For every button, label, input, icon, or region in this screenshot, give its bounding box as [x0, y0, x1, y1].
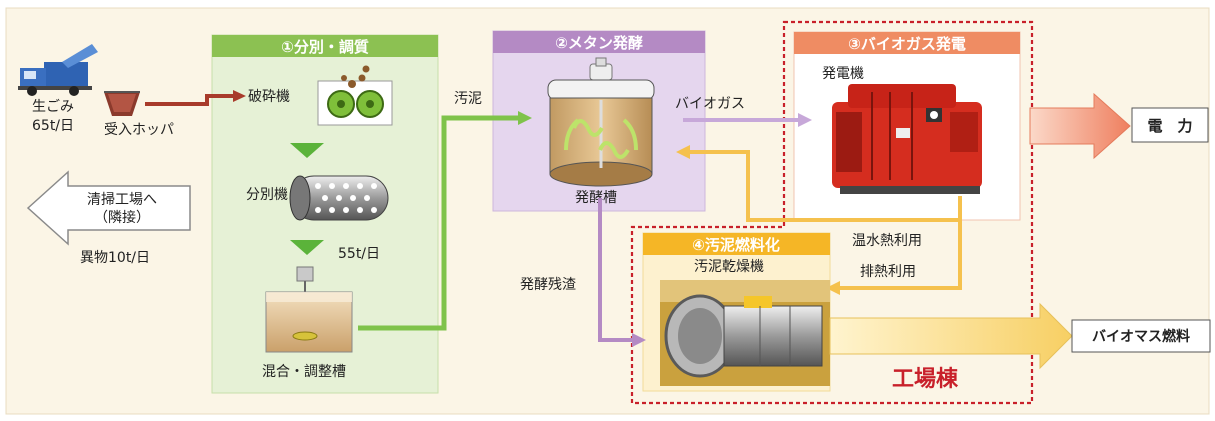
- biogas-flow-label: バイオガス: [675, 96, 745, 112]
- flow-down-triangle: [290, 240, 324, 255]
- flow-down-triangle: [290, 143, 324, 158]
- exhaust-heat-pipe: [826, 220, 962, 295]
- waste-amount-label: 65t/日: [32, 118, 74, 134]
- stage-sort-title: ①分別・調質: [281, 38, 369, 56]
- power-output-label: 電 力: [1147, 117, 1192, 135]
- biomass-fuel-arrow: [829, 302, 1073, 370]
- after-sort-amount-label: 55t/日: [338, 246, 380, 262]
- residue-label: 発酵残渣: [520, 277, 576, 293]
- hot-water-label: 温水熱利用: [852, 233, 922, 249]
- adjacent-label: （隣接）: [94, 209, 150, 226]
- hot-water-return-pipe: [676, 145, 962, 222]
- stage-biogas-title: ③バイオガス発電: [848, 35, 966, 53]
- hopper-icon: [104, 91, 140, 116]
- hopper-to-crusher-arrow: [145, 90, 246, 106]
- garbage-truck-icon: [18, 44, 98, 96]
- generator-engine-icon: [832, 84, 982, 194]
- dryer-label: 汚泥乾燥機: [694, 259, 764, 275]
- biomass-fuel-box: [1071, 319, 1211, 353]
- residue-pipe: [598, 198, 646, 347]
- power-output-arrow: [1029, 92, 1131, 160]
- mixing-tank-icon: [265, 266, 353, 353]
- separator-label: 分別機: [246, 187, 288, 203]
- mix-to-fermenter-pipe: [358, 111, 532, 331]
- sludge-dryer-icon: [660, 280, 830, 386]
- fermenter-label: 発酵槽: [575, 190, 617, 206]
- crusher-label: 破砕機: [248, 89, 290, 105]
- separator-drum-icon: [289, 175, 389, 221]
- sludge-in-label: 汚泥: [454, 91, 482, 107]
- mixing-tank-label: 混合・調整槽: [262, 364, 346, 380]
- cleaning-plant-arrow: [26, 170, 191, 246]
- crusher-icon: [317, 65, 393, 126]
- exhaust-heat-label: 排熱利用: [860, 264, 916, 280]
- foreign-matter-label: 異物10t/日: [80, 250, 150, 266]
- fermenter-tank-icon: [547, 57, 655, 187]
- factory-border: [630, 20, 1034, 405]
- power-output-box: [1131, 107, 1209, 143]
- stage-methane-title: ②メタン発酵: [555, 34, 643, 52]
- stage-sludge-title: ④汚泥燃料化: [692, 236, 780, 254]
- cleaning-plant-label: 清掃工場へ: [87, 191, 157, 208]
- biomass-fuel-label: バイオマス燃料: [1092, 328, 1190, 345]
- waste-label: 生ごみ: [32, 99, 74, 115]
- generator-label: 発電機: [822, 66, 864, 82]
- hopper-label: 受入ホッパ: [104, 122, 174, 138]
- biogas-flow-arrow: [683, 113, 812, 127]
- factory-label: 工場棟: [892, 366, 959, 392]
